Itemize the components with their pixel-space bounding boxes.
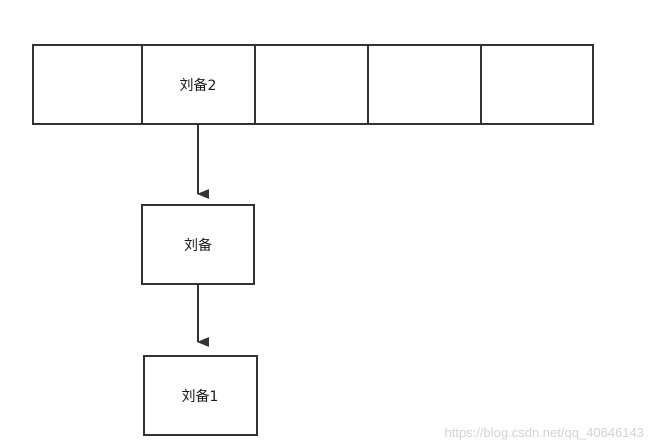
bucket-array: 刘备2	[32, 44, 594, 125]
bucket-cell-0	[32, 44, 143, 125]
chain-node-1-label: 刘备1	[182, 388, 219, 405]
bucket-cell-4	[480, 44, 594, 125]
chain-node-1-box	[143, 355, 258, 436]
chain-node-0: 刘备	[141, 204, 255, 285]
chain-node-1: 刘备1	[143, 355, 258, 436]
bucket-cell-1	[141, 44, 256, 125]
bucket-cell-3	[367, 44, 482, 125]
chain-node-0-label: 刘备	[184, 237, 212, 254]
bucket-cell-1-label: 刘备2	[180, 77, 217, 94]
watermark-text: https://blog.csdn.net/qq_40646143	[444, 425, 645, 440]
bucket-cell-2	[254, 44, 369, 125]
chain-node-0-box	[141, 204, 255, 285]
